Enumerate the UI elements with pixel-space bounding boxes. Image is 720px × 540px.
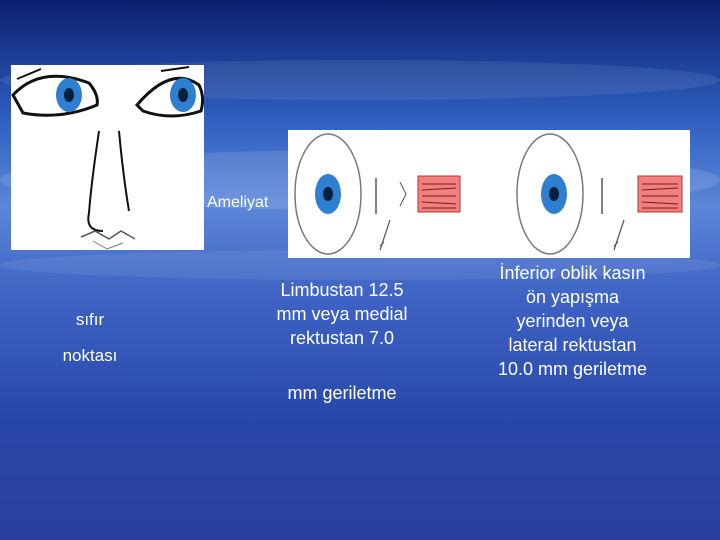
medial-recession-text: Limbustan 12.5 mm veya medial rektustan … — [276, 280, 408, 348]
eye-muscle-diagram — [288, 130, 690, 258]
lateral-recession-text: İnferior oblik kasın ön yapışma yerinden… — [497, 263, 648, 379]
medial-recession-tail: mm geriletme — [287, 383, 397, 403]
zero-point-line2: noktası — [62, 346, 118, 365]
eye-muscle-icon — [294, 133, 683, 255]
face-diagram — [11, 65, 204, 250]
face-icon — [11, 66, 204, 250]
surgery-label: Ameliyat — [207, 194, 269, 211]
zero-point-line1: sıfır — [75, 310, 105, 329]
